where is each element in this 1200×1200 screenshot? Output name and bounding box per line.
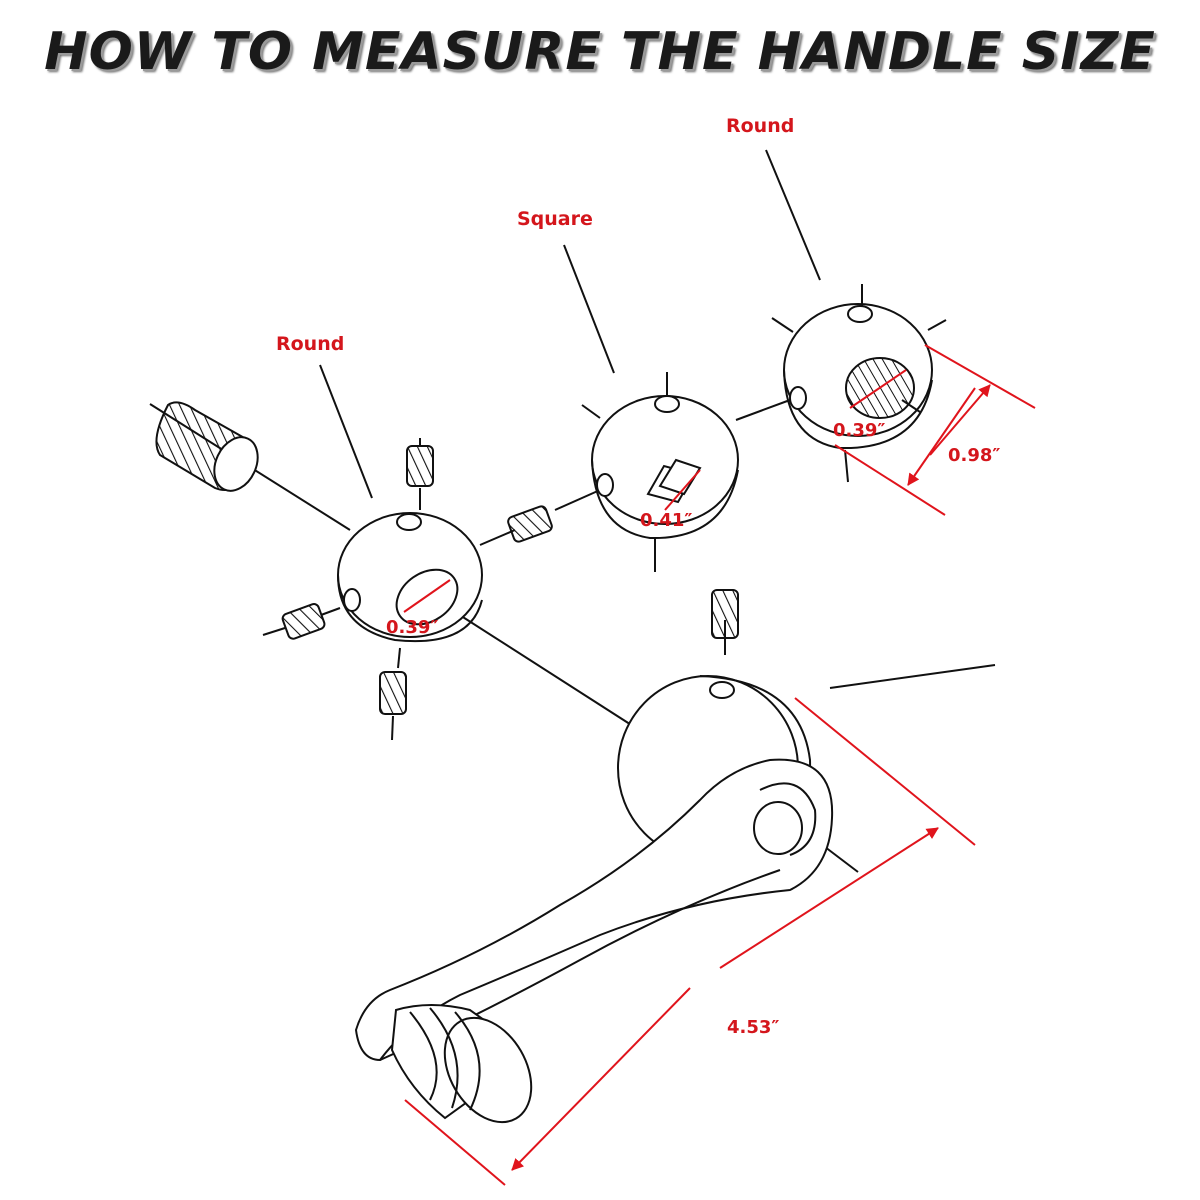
label-square: Square: [517, 208, 593, 230]
dim-line-bore-square: [664, 469, 701, 511]
assembly-axis-lines: [149, 399, 996, 873]
label-round-left: Round: [276, 333, 344, 355]
dim-text-bore-right: 0.39″: [833, 420, 885, 441]
dim-outer-diameter: [834, 344, 1036, 516]
page-title: HOW TO MEASURE THE HANDLE SIZE: [44, 22, 1156, 82]
set-screws-left: [262, 438, 553, 741]
collar-square: [581, 372, 739, 572]
crank-handle: [354, 589, 834, 1124]
collar-round-left: [337, 512, 483, 643]
label-leaders: [319, 149, 821, 499]
knurled-knob: [155, 401, 259, 492]
label-round-right: Round: [726, 115, 794, 137]
dim-handle-length: [404, 697, 976, 1186]
dim-text-outer-diameter: 0.98″: [948, 445, 1000, 466]
collar-round-right: [771, 284, 947, 483]
dim-line-bore-left: [403, 579, 451, 613]
dim-text-handle-length: 4.53″: [727, 1017, 779, 1038]
dim-text-bore-left: 0.39″: [386, 617, 438, 638]
dim-line-bore-right: [849, 369, 907, 409]
dim-text-bore-square: 0.41″: [640, 510, 692, 531]
